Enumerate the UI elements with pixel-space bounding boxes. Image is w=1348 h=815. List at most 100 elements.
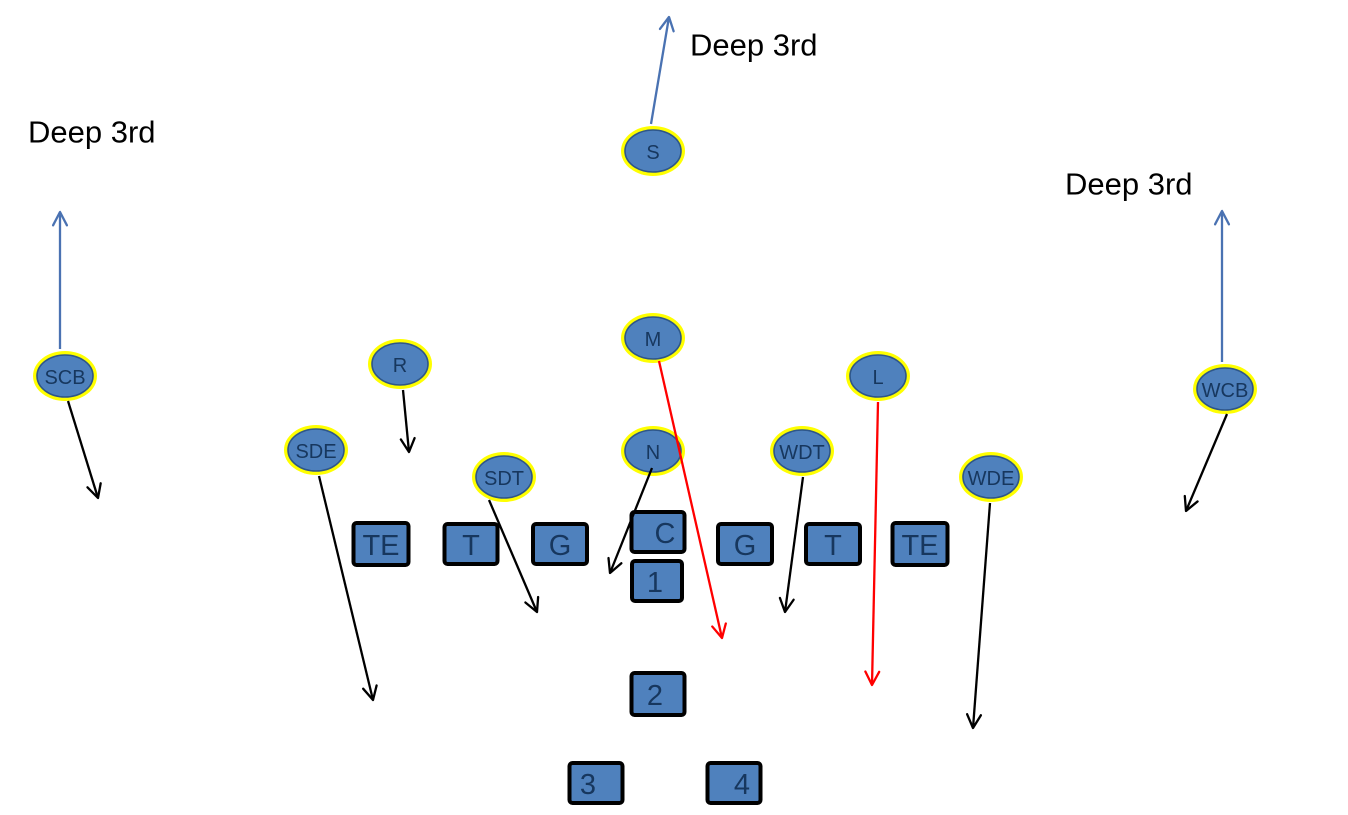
- defender-s: S: [621, 126, 685, 176]
- defender-m: M: [621, 313, 685, 363]
- rush-arrowhead-icon: [1183, 494, 1199, 513]
- defender-label: WDT: [779, 442, 825, 464]
- defender-ellipse: [624, 429, 682, 473]
- rush-arrowhead-icon: [778, 596, 795, 614]
- rush-arrow-line: [1184, 413, 1229, 512]
- defender-scb: SCB: [33, 351, 97, 401]
- defender-ellipse: [773, 429, 831, 473]
- arrow-scb-path: [66, 400, 102, 500]
- offense-box: [630, 559, 684, 603]
- defender-r: R: [368, 339, 432, 389]
- arrow-s-deep-drop: [649, 15, 675, 125]
- rush-arrow-line: [487, 499, 539, 613]
- defender-label: L: [872, 367, 883, 389]
- drop-arrowhead-icon: [658, 15, 675, 33]
- blitz-arrow-line: [870, 401, 880, 686]
- rush-arrowhead-icon: [524, 595, 540, 614]
- defender-label: WDE: [968, 468, 1015, 490]
- offense-label: T: [824, 530, 842, 562]
- defender-ellipse: [849, 354, 907, 398]
- arrow-scb-deep-drop: [51, 210, 69, 349]
- defender-ellipse: [1196, 367, 1254, 411]
- offense-label: G: [734, 530, 757, 562]
- offense-player-back-3: 3: [567, 761, 625, 805]
- defender-ellipse: [624, 316, 682, 360]
- defender-label: M: [645, 329, 662, 351]
- offense-player-te-right: TE: [890, 521, 950, 567]
- drop-arrow-line: [649, 16, 671, 125]
- arrow-n-path: [607, 467, 654, 575]
- offense-label: 4: [734, 769, 750, 801]
- arrow-r-path: [399, 389, 416, 454]
- defender-n: N: [621, 426, 685, 476]
- arrow-sdt-path: [487, 499, 540, 614]
- rush-arrow-line: [971, 502, 992, 729]
- defender-l: L: [846, 351, 910, 401]
- arrow-l-blitz: [864, 401, 881, 687]
- offense-label: 1: [647, 567, 663, 599]
- offense-label: TE: [901, 530, 938, 562]
- offense-label: T: [462, 530, 480, 562]
- rush-arrow-line: [66, 400, 100, 499]
- arrow-wde-path: [965, 502, 992, 730]
- defender-ellipse: [624, 129, 682, 173]
- defender-label: WCB: [1202, 380, 1249, 402]
- defender-label: SCB: [44, 367, 85, 389]
- offense-label: TE: [362, 530, 399, 562]
- defender-label: N: [646, 442, 660, 464]
- offense-box: [629, 671, 687, 717]
- drop-arrowhead-icon: [51, 210, 69, 227]
- offense-player-back-4: 4: [705, 761, 763, 805]
- offense-player-g-right: G: [716, 522, 774, 566]
- defender-wde: WDE: [959, 452, 1023, 502]
- offense-player-te-left: TE: [351, 521, 411, 567]
- offense-player-t-right: T: [804, 522, 862, 566]
- offense-player-t-left: T: [442, 522, 500, 566]
- rush-arrow-line: [783, 476, 805, 613]
- defender-label: SDT: [484, 468, 524, 490]
- defender-ellipse: [287, 428, 345, 472]
- defender-label: S: [646, 142, 659, 164]
- offense-player-back-1: 1: [630, 559, 684, 603]
- defender-label: SDE: [295, 441, 336, 463]
- defender-ellipse: [475, 455, 533, 499]
- defender-sde: SDE: [284, 425, 348, 475]
- arrow-wdt-path: [778, 476, 805, 614]
- offense-label: 2: [647, 680, 663, 712]
- rush-arrow-line: [317, 475, 375, 701]
- rush-arrowhead-icon: [965, 713, 983, 730]
- defender-label: R: [393, 355, 407, 377]
- rush-arrowhead-icon: [399, 436, 416, 454]
- rush-arrow-line: [608, 467, 654, 574]
- rush-arrow-line: [401, 389, 411, 453]
- offense-box: [705, 761, 763, 805]
- arrow-wcb-deep-drop: [1213, 209, 1231, 362]
- zone-label-right: Deep 3rd: [1065, 167, 1193, 202]
- defender-wdt: WDT: [770, 426, 834, 476]
- blitz-arrowhead-icon: [864, 670, 881, 687]
- offense-box: [531, 522, 589, 566]
- defender-wcb: WCB: [1193, 364, 1257, 414]
- offense-box: [716, 522, 774, 566]
- defender-ellipse: [36, 354, 94, 398]
- offense-label: 3: [580, 769, 596, 801]
- arrow-m-blitz: [657, 360, 727, 640]
- offense-label: C: [655, 518, 676, 550]
- zone-label-middle: Deep 3rd: [690, 28, 818, 63]
- offense-box: [351, 521, 411, 567]
- arrow-sde-path: [317, 475, 378, 702]
- rush-arrowhead-icon: [86, 482, 102, 500]
- offense-box: [629, 510, 687, 554]
- defender-ellipse: [371, 342, 429, 386]
- blitz-arrowhead-icon: [711, 622, 727, 640]
- zone-label-left: Deep 3rd: [28, 115, 156, 150]
- offense-player-g-left: G: [531, 522, 589, 566]
- offense-player-back-2: 2: [629, 671, 687, 717]
- blitz-arrow-line: [657, 360, 724, 639]
- drop-arrowhead-icon: [1213, 209, 1231, 226]
- offense-player-c: C: [629, 510, 687, 554]
- offense-box: [567, 761, 625, 805]
- defender-ellipse: [962, 455, 1020, 499]
